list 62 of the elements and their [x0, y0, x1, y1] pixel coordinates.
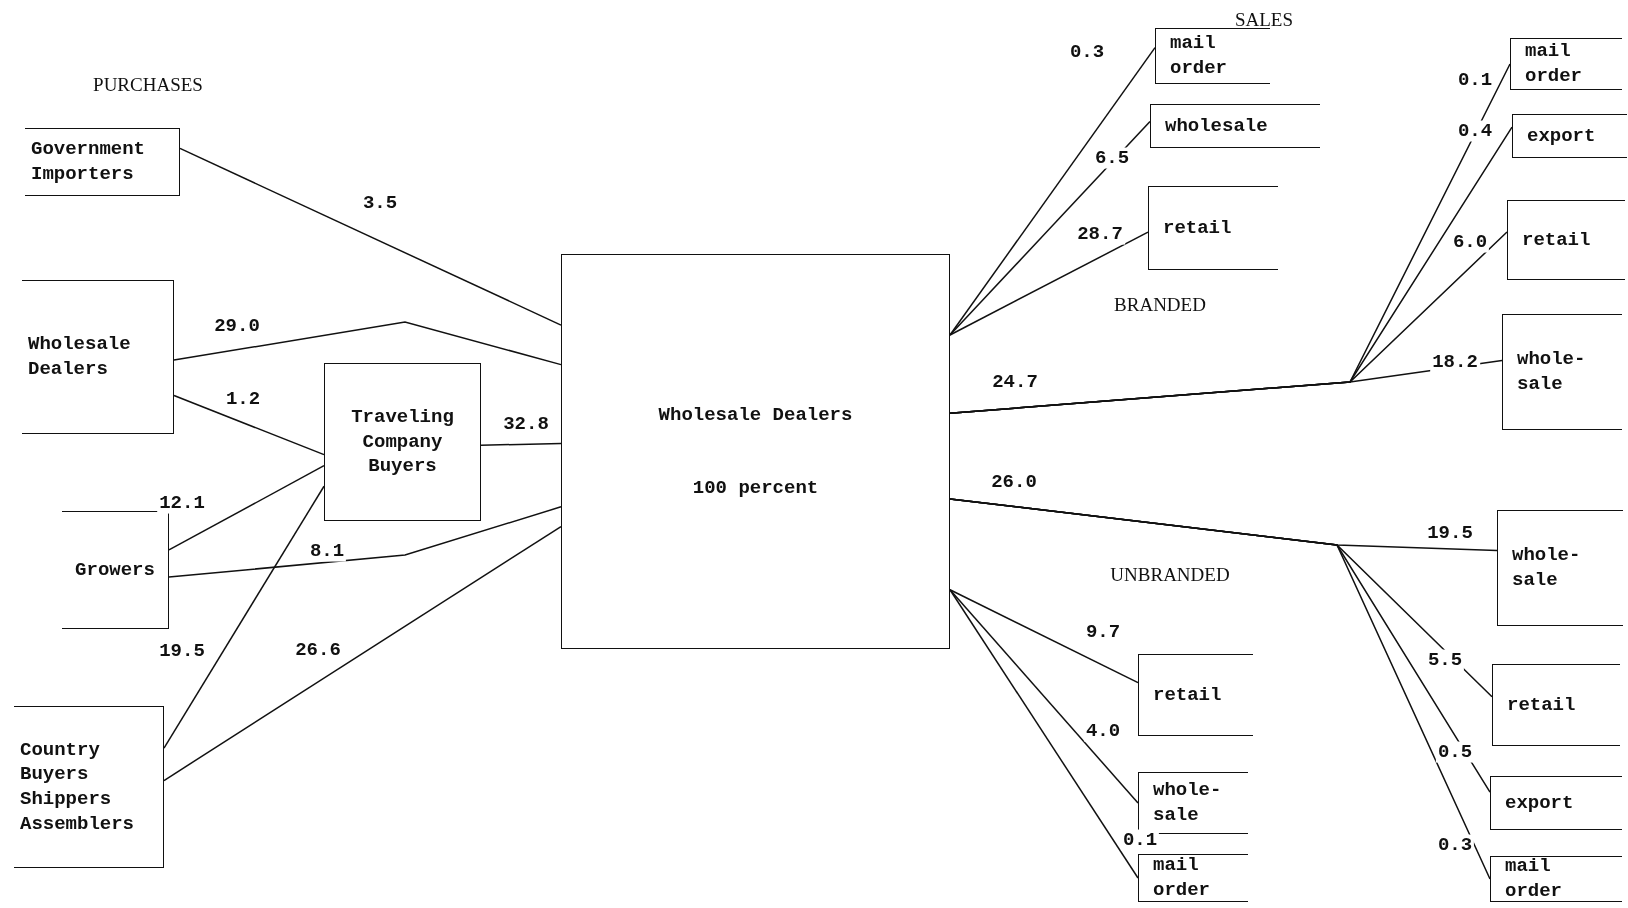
- section-heading: UNBRANDED: [1110, 564, 1230, 586]
- node-label: 100 percent: [692, 475, 819, 501]
- connector-line: [949, 359, 1503, 414]
- bracket-box: [1512, 114, 1627, 158]
- bracket-box: [1148, 186, 1278, 270]
- section-heading: SALES: [1234, 9, 1294, 31]
- node-label: Country Buyers Shippers Assemblers: [20, 737, 136, 837]
- node-label: retail: [1153, 682, 1222, 708]
- flow-value: 26.0: [991, 471, 1037, 493]
- node-label: whole- sale: [1517, 347, 1587, 397]
- bracket-box: [1150, 104, 1320, 148]
- node-label: Wholesale Dealers: [28, 332, 132, 382]
- connector-line: [949, 231, 1149, 336]
- node-label: retail: [1522, 227, 1591, 253]
- node-label: mail order: [1153, 853, 1211, 903]
- node-label: Government Importers: [31, 137, 147, 187]
- node-label: retail: [1163, 215, 1232, 241]
- connector-line: [163, 525, 562, 782]
- node-label: wholesale: [1165, 113, 1268, 139]
- bracket-box: [14, 706, 164, 868]
- node-label: export: [1527, 123, 1596, 149]
- connector-line: [168, 464, 325, 551]
- node-label: retail: [1507, 692, 1576, 718]
- connector-line: [949, 589, 1139, 879]
- bracket-box: [1510, 38, 1622, 90]
- bracket-box: [1138, 654, 1253, 736]
- bracket-box: [62, 511, 169, 629]
- connector-line: [480, 442, 562, 446]
- connector-line: [949, 120, 1151, 336]
- bracket-box: [1507, 200, 1625, 280]
- flow-value: 24.7: [992, 371, 1038, 393]
- node-label: export: [1505, 790, 1574, 816]
- bracket-box: [324, 363, 481, 521]
- node-label: whole- sale: [1153, 778, 1223, 828]
- connector-line: [163, 485, 325, 749]
- bracket-box: [1155, 28, 1270, 84]
- connector-line: [949, 589, 1139, 684]
- bracket-box: [1490, 776, 1622, 830]
- node-label: Traveling Company Buyers: [350, 404, 455, 480]
- connector-line: [949, 589, 1139, 804]
- node-label: mail order: [1525, 39, 1583, 89]
- edge-label: 0.5: [1435, 741, 1475, 763]
- section-heading: PURCHASES: [93, 74, 203, 96]
- node-label: Growers: [75, 557, 155, 583]
- node-label: Wholesale Dealers: [658, 402, 853, 428]
- node-label: mail order: [1170, 31, 1228, 81]
- node-label: mail order: [1505, 854, 1563, 904]
- connector-line: [168, 506, 562, 578]
- bracket-box: [1138, 854, 1248, 902]
- bracket-box: [1502, 314, 1622, 430]
- central-box: [561, 254, 950, 649]
- bracket-box: [1492, 664, 1620, 746]
- bracket-box: [25, 128, 180, 196]
- connector-line: [173, 321, 562, 366]
- connector-line: [949, 498, 1491, 880]
- connector-line: [179, 147, 562, 326]
- bracket-box: [1490, 856, 1622, 902]
- bracket-box: [1497, 510, 1623, 626]
- bracket-box: [22, 280, 174, 434]
- section-heading: BRANDED: [1114, 294, 1206, 316]
- connector-line: [173, 394, 325, 456]
- node-label: whole- sale: [1512, 543, 1582, 593]
